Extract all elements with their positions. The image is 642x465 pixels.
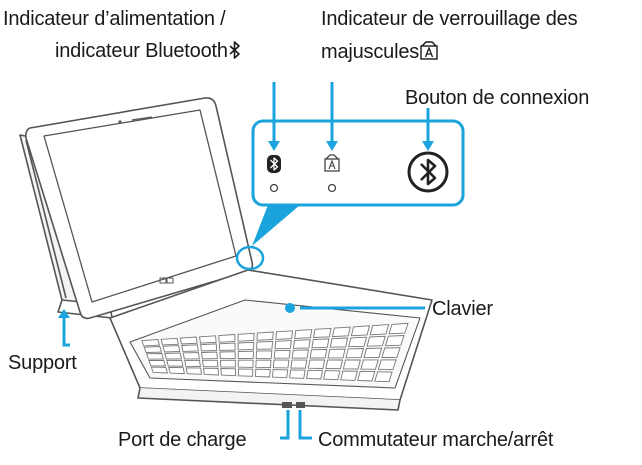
keyboard-key: [162, 345, 181, 353]
caps-indicator-label-line2: majuscules: [321, 39, 439, 67]
keyboard-key: [275, 330, 294, 340]
keyboard-key: [199, 335, 217, 344]
keyboard-key: [201, 351, 218, 360]
keyboard-key: [342, 359, 361, 370]
keyboard-key: [182, 352, 200, 360]
bluetooth-icon: [228, 40, 242, 66]
keyboard-key: [164, 352, 182, 360]
keyboard-key: [150, 366, 169, 374]
leader-lines: [272, 82, 430, 141]
power-indicator-label-line1: Indicateur d’alimentation /: [3, 8, 226, 30]
keyboard-key: [311, 338, 330, 349]
power-indicator-label-line2: indicateur Bluetooth: [55, 39, 242, 66]
keyboard-key: [290, 359, 308, 369]
keyboard-key: [309, 348, 328, 359]
power-switch-leader: [296, 402, 312, 440]
keyboard-key: [272, 369, 289, 379]
zoom-callout: [251, 119, 465, 246]
bluetooth-led-icon: [267, 155, 281, 193]
keyboard-leader: [285, 303, 425, 313]
keyboard-key: [292, 339, 311, 349]
leader-dots: [268, 141, 434, 151]
power-indicator-label-text: indicateur Bluetooth: [55, 40, 228, 62]
keyboard-key: [350, 325, 371, 337]
keyboard-key: [291, 349, 309, 359]
keyboard-key: [218, 342, 236, 351]
keyboard-key: [377, 359, 397, 371]
keyboard-key: [237, 368, 254, 377]
caps-lock-led-icon: [324, 154, 340, 193]
keyboard-key: [202, 367, 219, 376]
keyboard-key: [360, 359, 379, 370]
keyboard-key: [160, 337, 179, 346]
keyboard-key: [179, 336, 198, 345]
keyboard-key: [256, 340, 273, 350]
indicator-highlight: [235, 245, 265, 271]
keyboard-key: [168, 366, 185, 375]
keyboard-key: [313, 327, 332, 338]
caps-indicator-label-line1: Indicateur de verrouillage des: [321, 8, 578, 30]
keyboard-key: [384, 335, 405, 347]
keyboard-key: [363, 347, 383, 359]
keyboard-key: [388, 322, 409, 335]
keyboard-key: [237, 341, 255, 351]
keyboard-key: [143, 346, 162, 353]
keyboard-key: [181, 344, 199, 352]
keyboard-key: [185, 367, 203, 375]
caps-indicator-label-text: majuscules: [321, 41, 420, 63]
connect-button-label: Bouton de connexion: [405, 87, 590, 109]
keyboard-key: [220, 368, 237, 377]
keyboard-keys: [141, 322, 409, 383]
keyboard-key: [345, 348, 364, 359]
keyboard-key: [306, 369, 324, 380]
keyboard-key: [255, 350, 273, 359]
keyboard-key: [237, 332, 255, 342]
keyboard-key: [327, 348, 346, 359]
keyboard-key: [184, 359, 201, 367]
keyboard-key: [255, 368, 271, 378]
keyboard-key: [219, 359, 236, 368]
bluetooth-connect-button-icon: [407, 151, 449, 193]
keyboard-key: [369, 324, 390, 336]
keyboard-key: [141, 339, 160, 347]
keyboard-key: [255, 359, 272, 369]
keyboard-key: [340, 370, 358, 381]
keyboard-key: [274, 340, 292, 350]
keyboard-key: [357, 370, 376, 382]
keyboard-key: [348, 336, 368, 348]
keyboard-key: [381, 347, 401, 358]
keyboard-key: [237, 350, 254, 359]
keyboard-key: [219, 351, 236, 360]
keyboard-key: [237, 359, 254, 368]
keyboard-key: [331, 326, 351, 338]
charge-port-leader: [280, 402, 292, 440]
charge-port-label: Port de charge: [118, 429, 247, 451]
keyboard-key: [323, 370, 341, 381]
keyboard-key: [256, 331, 274, 341]
keyboard-key: [374, 371, 393, 383]
keyboard-key: [307, 359, 326, 369]
tablet-drawing: [25, 97, 254, 320]
keyboard-key: [325, 359, 344, 370]
caps-lock-icon: [419, 39, 439, 67]
keyboard-key: [145, 353, 164, 360]
stand-label: Support: [8, 352, 77, 374]
keyboard-key: [148, 359, 166, 367]
power-switch-label: Commutateur marche/arrêt: [318, 429, 554, 451]
stand-leader: [58, 309, 70, 347]
keyboard-key: [329, 337, 349, 348]
keyboard-key: [273, 349, 291, 359]
keyboard-key: [200, 343, 218, 352]
keyboard-key: [201, 359, 219, 368]
keyboard-key: [272, 359, 290, 369]
keyboard-key: [166, 359, 184, 367]
keyboard-label: Clavier: [432, 298, 493, 320]
keyboard-key: [294, 329, 313, 339]
keyboard-key: [289, 369, 306, 379]
keyboard-key: [366, 335, 386, 347]
keyboard-key: [218, 334, 236, 343]
